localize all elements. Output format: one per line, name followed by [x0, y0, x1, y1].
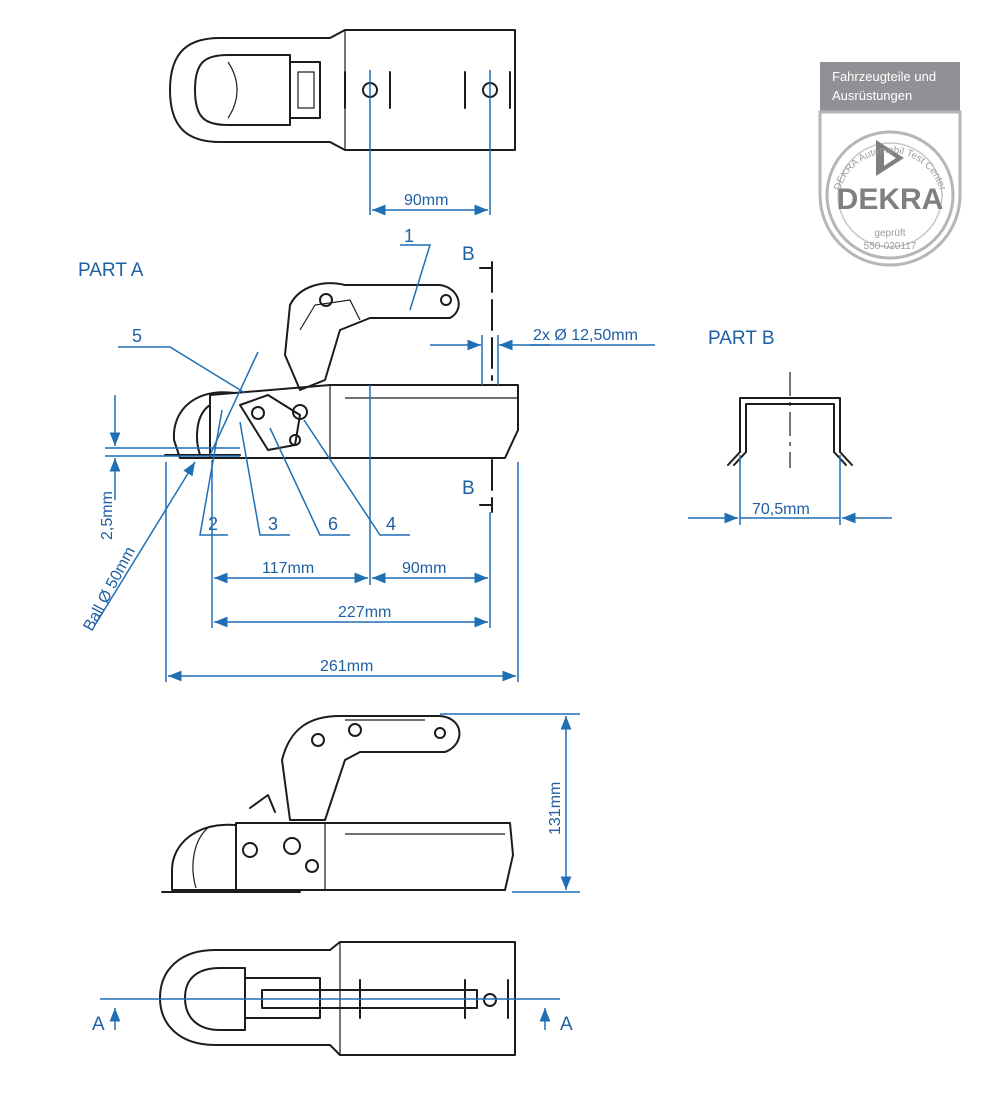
hole-diameter-dimension [430, 335, 655, 385]
callout-6: 6 [328, 514, 338, 534]
section-a-right: A [560, 1014, 573, 1035]
part-b-section [688, 372, 892, 525]
badge-brand: DEKRA [837, 183, 944, 216]
dim-227: 227mm [338, 604, 391, 621]
dim-hole-diameter: 2x Ø 12,50mm [533, 327, 638, 344]
part-a-side-view [164, 261, 519, 513]
callout-4: 4 [386, 514, 396, 534]
dim-261: 261mm [320, 658, 373, 675]
section-b-top: B [462, 244, 475, 265]
callout-leaders [118, 244, 432, 536]
callout-5: 5 [132, 326, 142, 346]
top-view [169, 29, 516, 216]
badge-number: 550-020117 [864, 241, 917, 252]
dekra-certification-badge [818, 62, 962, 267]
callout-3: 3 [268, 514, 278, 534]
callout-1: 1 [404, 226, 414, 246]
section-b-bottom: B [462, 478, 475, 499]
side-view [161, 713, 580, 893]
bottom-view [100, 941, 560, 1056]
part-a-label: PART A [78, 260, 144, 281]
dim-117: 117mm [262, 560, 314, 577]
badge-line-1: Fahrzeugteile und [832, 69, 936, 84]
badge-line-2: Ausrüstungen [832, 88, 912, 103]
badge-approved: geprüft [874, 228, 905, 239]
horizontal-dimensions [165, 385, 519, 682]
callout-2: 2 [208, 514, 218, 534]
dim-part-b-width: 70,5mm [752, 501, 810, 518]
dim-top-hole-spacing: 90mm [404, 192, 448, 209]
part-b-label: PART B [708, 328, 775, 349]
dim-height-131: 131mm [547, 782, 564, 835]
dim-offset: 2,5mm [99, 491, 116, 540]
dim-ball: Ball Ø 50mm [81, 544, 139, 634]
offset-and-ball-dimension [94, 395, 240, 626]
section-a-left: A [92, 1014, 105, 1035]
dim-90: 90mm [402, 560, 446, 577]
